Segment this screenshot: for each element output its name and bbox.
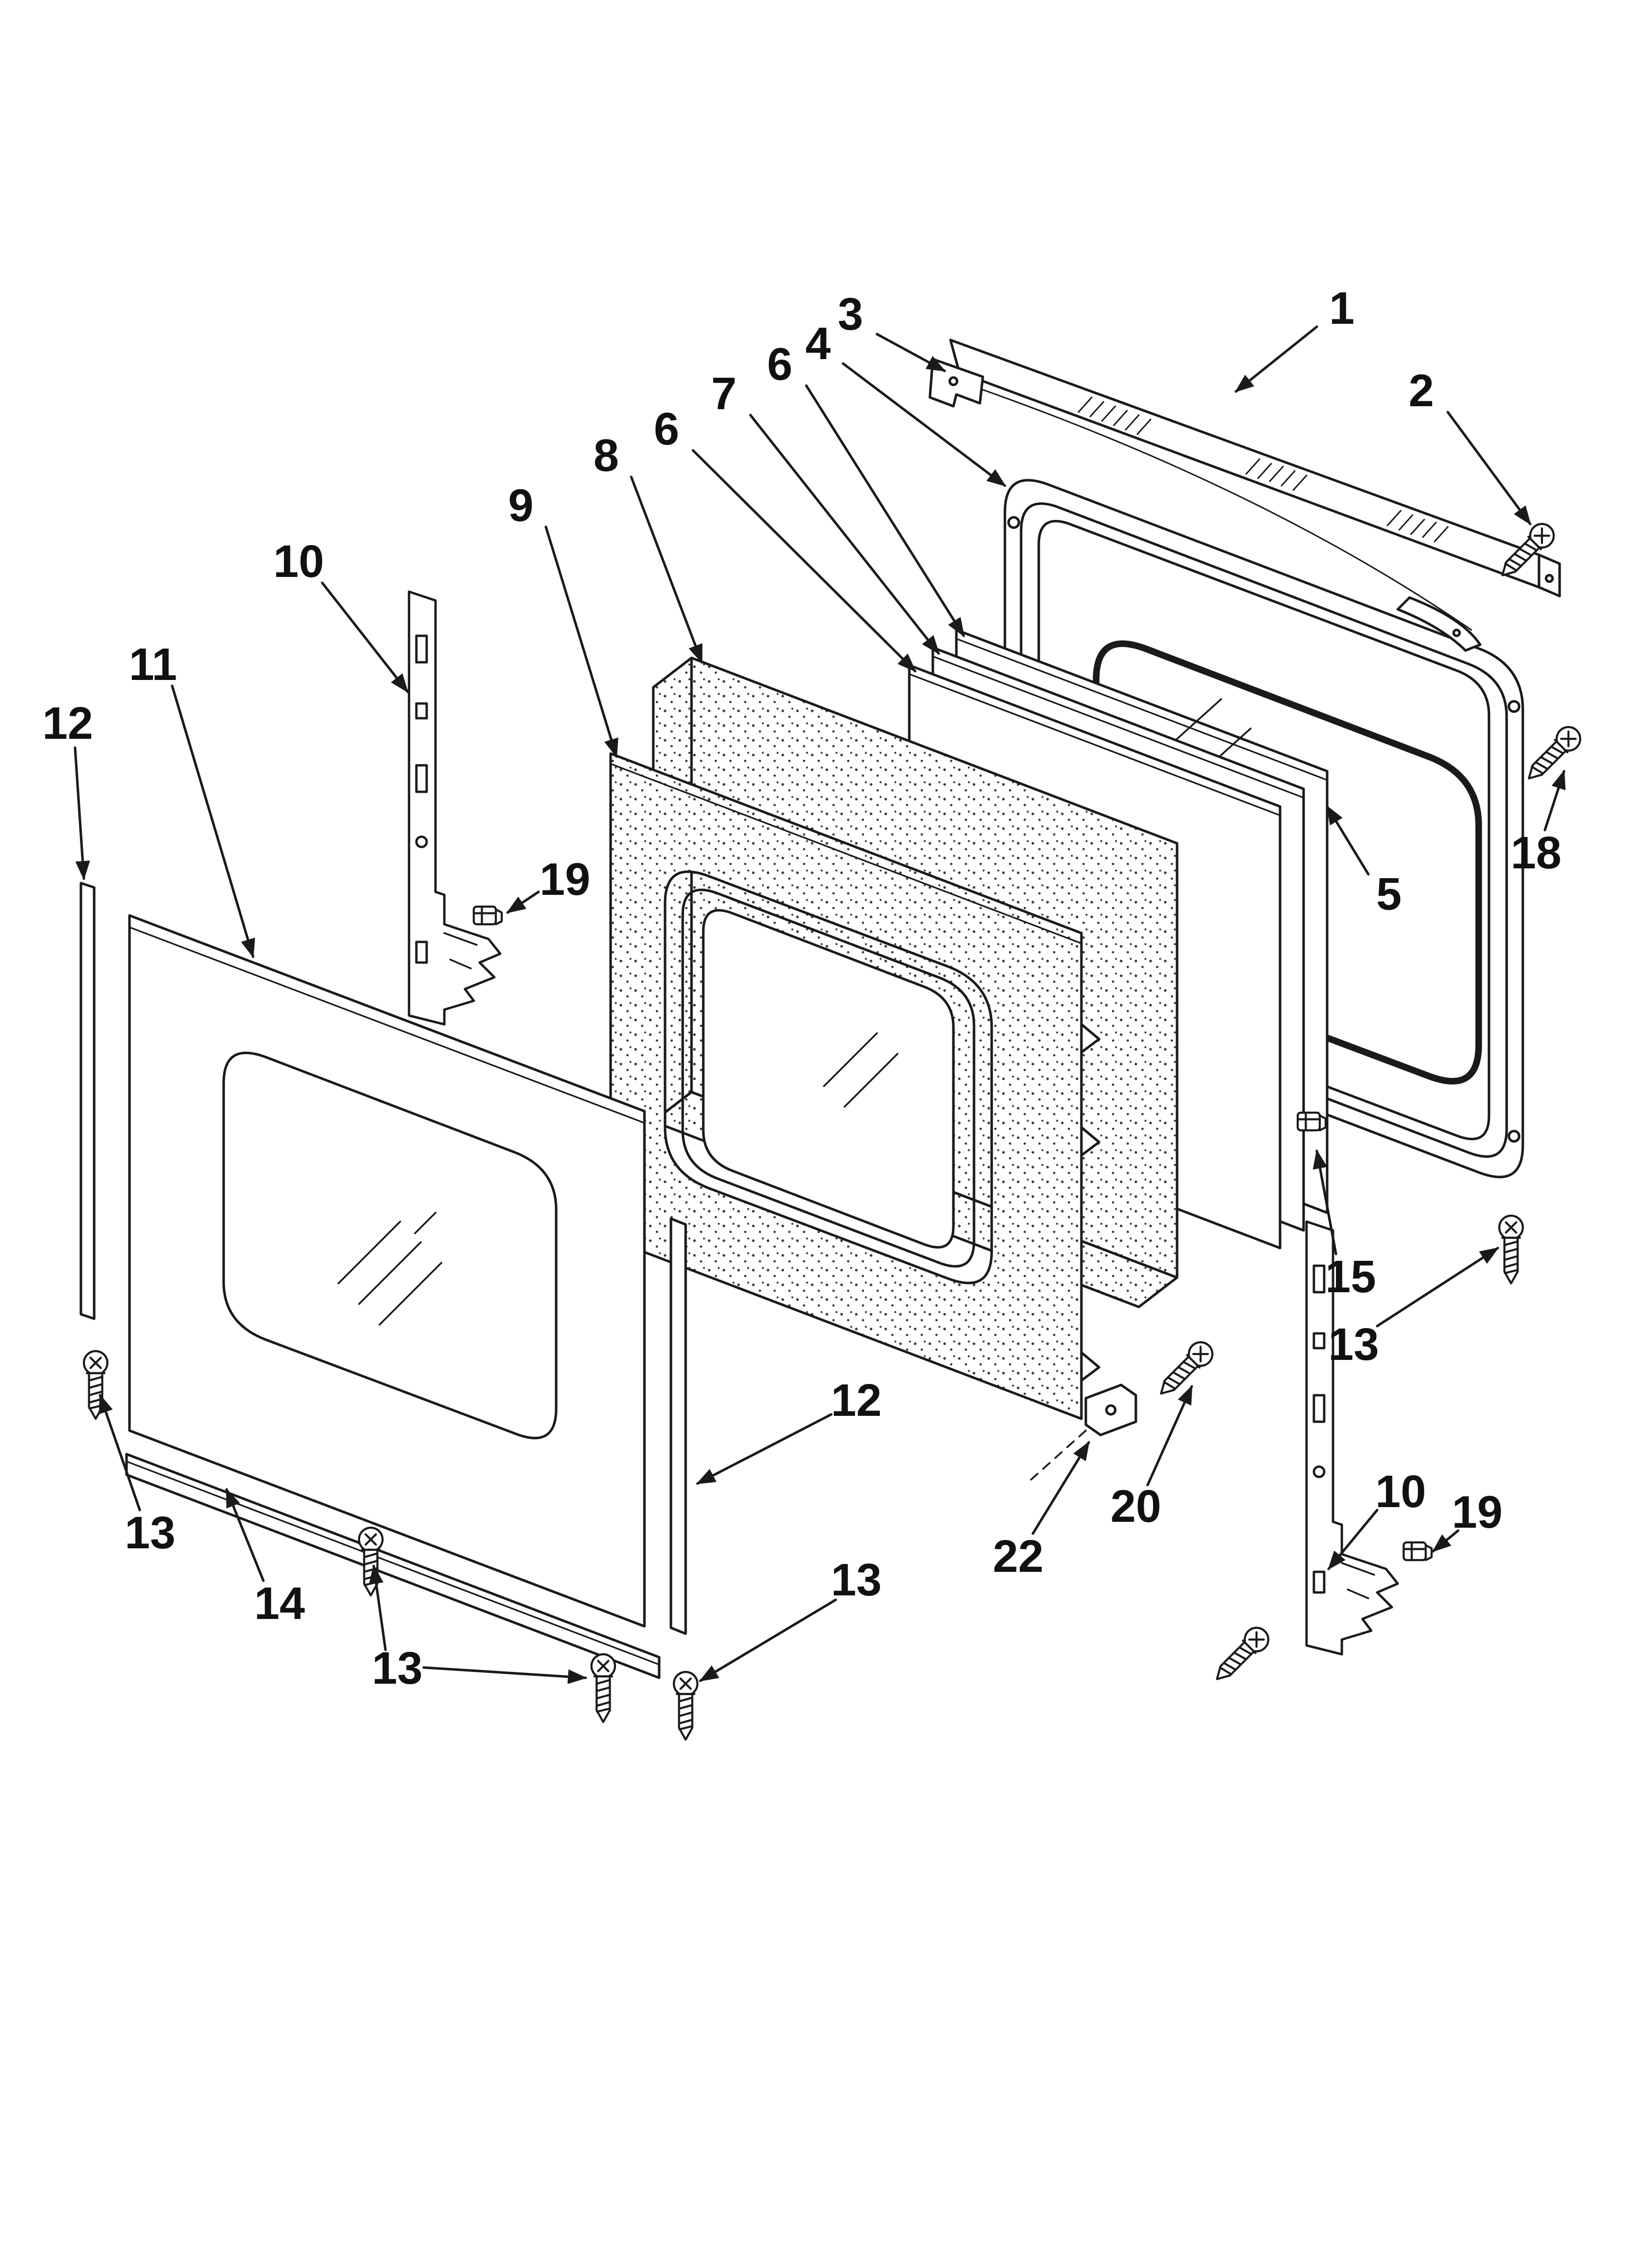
side-trim-left bbox=[79, 882, 96, 1320]
leader-arrow-13-bottom-b bbox=[422, 1666, 587, 1684]
callout-19-right-label: 19 bbox=[1452, 1486, 1502, 1538]
callout-6a-label: 6 bbox=[767, 339, 793, 390]
leader-arrow-13-left bbox=[99, 1394, 141, 1512]
callout-4-label: 4 bbox=[805, 318, 831, 369]
inner-door-panel bbox=[609, 752, 1101, 1420]
leader-arrow-8 bbox=[630, 475, 703, 664]
leader-arrow-12-middle bbox=[696, 1413, 833, 1485]
panel-screw-hole bbox=[1507, 1129, 1521, 1143]
clip-part-19-left bbox=[474, 907, 502, 924]
screw-part-20 bbox=[1153, 1337, 1217, 1402]
callout-19-left-label: 19 bbox=[539, 854, 590, 905]
leader-arrow-6a bbox=[805, 384, 965, 637]
latch-bracket bbox=[1029, 1383, 1137, 1482]
callout-22-label: 22 bbox=[993, 1531, 1043, 1582]
handle-grip-hatching bbox=[1078, 396, 1449, 543]
leader-arrow-1 bbox=[1234, 325, 1318, 393]
callout-13-bottom-middle-label: 13 bbox=[831, 1554, 881, 1605]
outer-door-glass bbox=[128, 914, 646, 1628]
callout-9-label: 9 bbox=[508, 480, 534, 531]
leader-arrow-13-right bbox=[1376, 1247, 1499, 1328]
leader-arrow-4 bbox=[842, 362, 1006, 487]
leader-arrow-6b bbox=[692, 449, 917, 673]
leader-arrow-5 bbox=[1326, 805, 1370, 876]
callout-11-label: 11 bbox=[129, 639, 177, 690]
leader-arrow-19-left bbox=[506, 890, 540, 914]
callout-2-label: 2 bbox=[1409, 365, 1434, 416]
bottom-trim bbox=[125, 1453, 661, 1679]
callout-12-middle-label: 12 bbox=[831, 1375, 881, 1426]
callout-18-label: 18 bbox=[1511, 827, 1561, 878]
leader-arrow-10-right bbox=[1327, 1509, 1379, 1570]
leader-arrow-13-bottom-a bbox=[369, 1564, 387, 1651]
leader-arrow-3 bbox=[875, 333, 946, 372]
callout-1-label: 1 bbox=[1329, 283, 1355, 334]
latch-tab bbox=[1080, 1351, 1101, 1382]
callout-8-label: 8 bbox=[593, 430, 619, 481]
callout-13-bottom-left-label: 13 bbox=[372, 1642, 422, 1694]
hinge-rail-left bbox=[409, 592, 500, 1024]
leader-lines bbox=[74, 325, 1566, 1684]
leader-arrow-19-right bbox=[1432, 1529, 1460, 1553]
callout-3-label: 3 bbox=[838, 288, 863, 339]
screw-part-13-right bbox=[1499, 1216, 1523, 1283]
screw-hinge-right bbox=[1208, 1623, 1273, 1688]
leader-arrow-2 bbox=[1446, 411, 1532, 525]
leader-arrow-12-left bbox=[74, 746, 90, 880]
latch-tab bbox=[1080, 1023, 1101, 1054]
leader-arrow-7 bbox=[749, 414, 940, 655]
leader-arrow-10-left bbox=[321, 581, 409, 693]
leader-arrow-11 bbox=[171, 684, 256, 958]
screw-part-13-bottom-b bbox=[591, 1654, 615, 1722]
callout-12-left-label: 12 bbox=[42, 698, 93, 749]
callout-5-label: 5 bbox=[1376, 868, 1402, 919]
callout-20-label: 20 bbox=[1110, 1481, 1161, 1532]
handle-standoff bbox=[1396, 596, 1482, 652]
callout-15-label: 15 bbox=[1325, 1251, 1376, 1302]
leader-arrow-9 bbox=[544, 525, 618, 758]
leader-arrow-15 bbox=[1312, 1149, 1337, 1255]
callout-13-left-label: 13 bbox=[125, 1507, 175, 1558]
callout-6b-label: 6 bbox=[654, 403, 679, 454]
clip-part-19-right bbox=[1404, 1542, 1432, 1560]
screw-part-13-bottom-c bbox=[674, 1672, 697, 1740]
screw-part-18 bbox=[1520, 722, 1585, 787]
latch-tab bbox=[1080, 1126, 1101, 1157]
door-handle bbox=[949, 339, 1561, 652]
callout-14-label: 14 bbox=[254, 1578, 305, 1629]
callout-13-right-label: 13 bbox=[1328, 1319, 1379, 1370]
panel-screw-hole bbox=[1507, 700, 1521, 713]
leader-arrow-14 bbox=[225, 1488, 265, 1582]
callout-10-left-label: 10 bbox=[273, 536, 324, 587]
leader-arrow-18 bbox=[1543, 770, 1566, 832]
leader-arrow-20 bbox=[1146, 1385, 1193, 1486]
callout-labels: 1 2 3 4 6 7 6 8 9 10 11 12 19 5 18 15 13… bbox=[42, 283, 1561, 1694]
leader-arrow-22 bbox=[1031, 1441, 1090, 1535]
leader-arrow-13-bottom-c bbox=[699, 1598, 837, 1682]
callout-7-label: 7 bbox=[711, 368, 737, 419]
side-trim-middle bbox=[669, 1217, 687, 1635]
callout-10-right-label: 10 bbox=[1375, 1466, 1426, 1517]
panel-screw-hole bbox=[1007, 516, 1021, 529]
